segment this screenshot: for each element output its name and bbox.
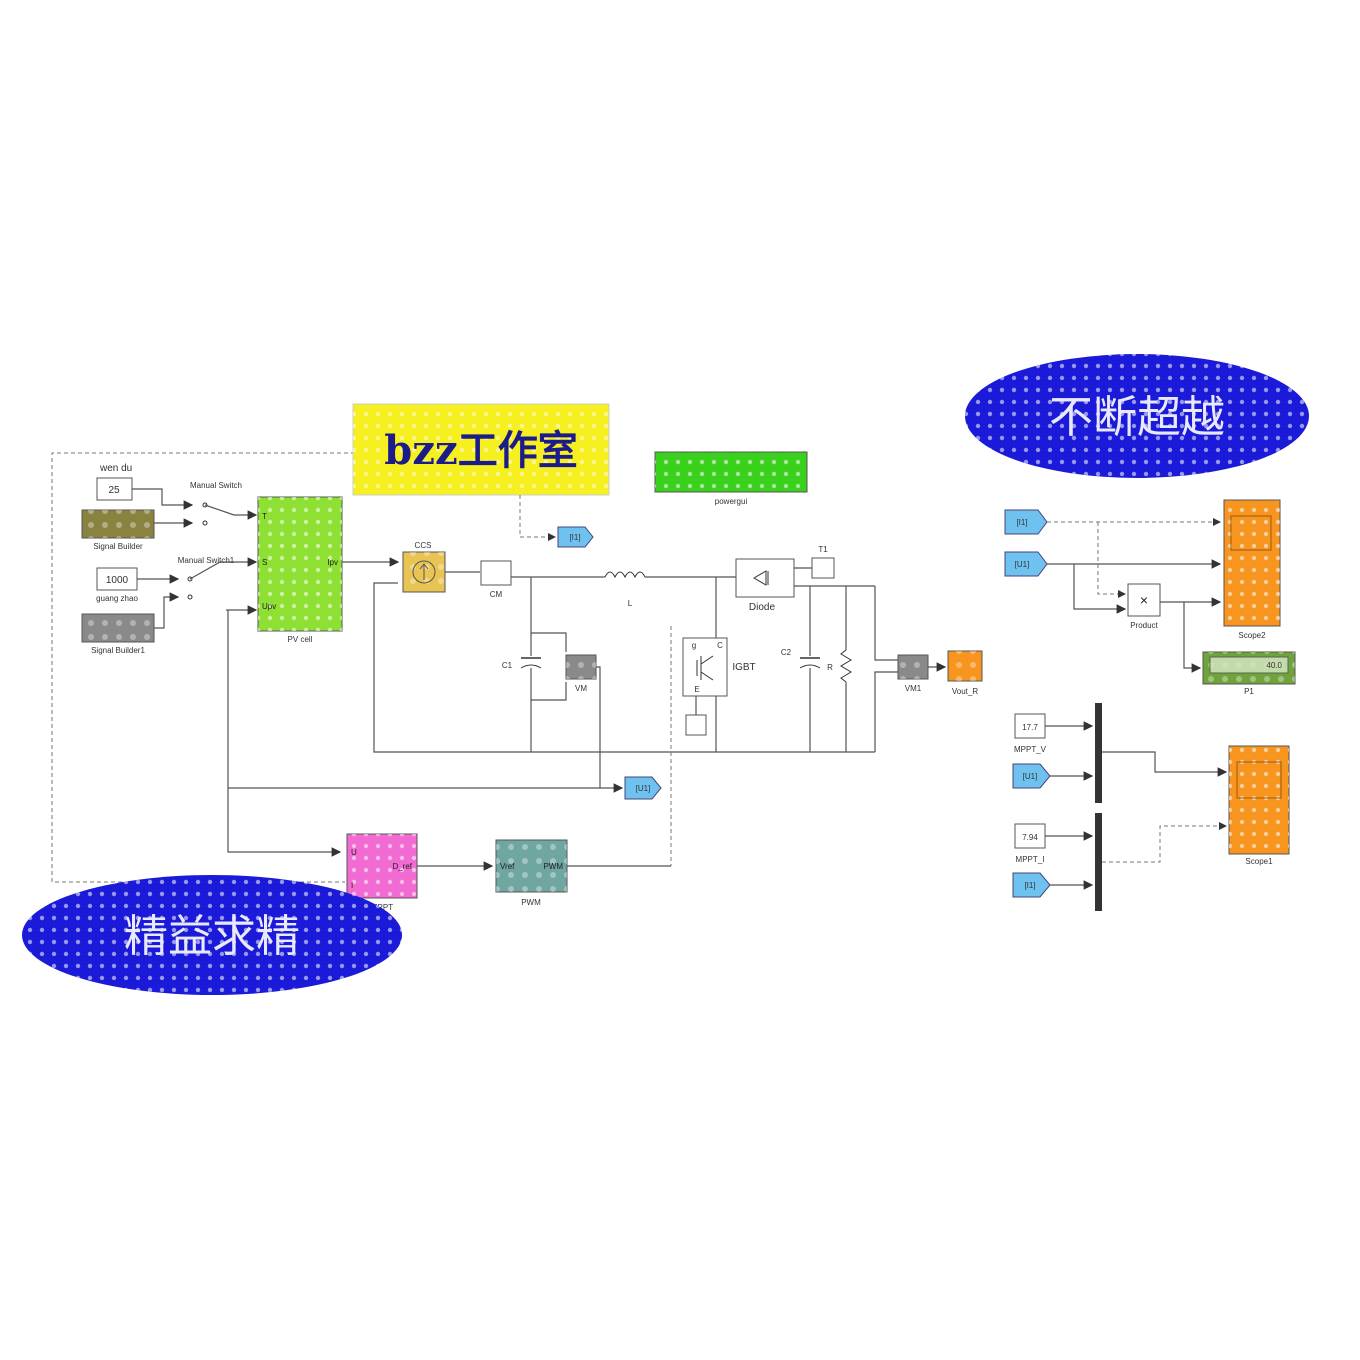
ccs-label: CCS [415,541,432,550]
product-label: Product [1130,621,1158,630]
p1-value: 40.0 [1266,661,1282,670]
goto-i1[interactable] [557,526,594,548]
from-i1-label: [I1] [1016,518,1027,527]
vm1-label: VM1 [905,684,922,693]
inductor-label: L [628,599,633,608]
scope2-label: Scope2 [1238,631,1266,640]
product-block[interactable] [1127,583,1161,617]
mppt-v-label: MPPT_V [1014,745,1047,754]
igbt-g-port: g [692,641,696,650]
wen-du-label: wen du [99,463,132,474]
mppt-i-display[interactable] [1014,823,1046,849]
mux-1[interactable] [1095,703,1102,803]
slogan-top-ellipse: 不断超越 [965,354,1309,478]
signal-builder1-label: Signal Builder1 [91,646,145,655]
vout-r-label: Vout_R [952,687,978,696]
goto-u1[interactable] [624,776,662,800]
from-u1-label: [U1] [1015,560,1030,569]
inductor-symbol[interactable] [604,571,646,579]
mppt-port-i: I [351,881,353,890]
slogan-bottom-text: 精益求精 [124,911,300,962]
cm-label: CM [490,590,503,599]
slogan-top-text: 不断超越 [1049,392,1225,443]
slogan-bottom-ellipse: 精益求精 [22,875,402,995]
guang-zhao-value: 1000 [106,575,129,586]
vm-label: VM [575,684,587,693]
mux-2[interactable] [1095,813,1102,911]
mppt-port-u: U [351,848,357,857]
t1-terminator[interactable] [811,557,835,579]
mppt-label: MPPT [371,903,393,912]
c1-label: C1 [502,661,513,670]
pv-port-t: T [262,512,267,521]
goto-i1-label: [I1] [569,533,580,542]
cm-block[interactable] [480,560,512,586]
goto-u1-label: [U1] [636,784,651,793]
t1-label: T1 [818,545,828,554]
mppt-v-value: 17.7 [1022,723,1038,732]
mppt-i-label: MPPT_I [1016,855,1045,864]
pwm-port-out: PWM [543,862,563,871]
r-resistor[interactable] [840,649,852,683]
manual-switch[interactable] [202,502,258,526]
powergui-label: powergui [715,497,748,506]
igbt-e-port: E [694,685,699,694]
studio-title: bzz工作室 [384,427,577,474]
from-i1[interactable] [1004,509,1048,535]
c2-label: C2 [781,648,792,657]
igbt-measure-terminator[interactable] [685,714,707,736]
pv-port-s: S [262,558,267,567]
manual-switch1[interactable] [187,557,258,600]
guang-zhao-label: guang zhao [96,594,138,603]
from-u1-b[interactable] [1012,763,1051,789]
scope1-label: Scope1 [1245,857,1273,866]
p1-label: P1 [1244,687,1254,696]
pv-port-ipv: Ipv [327,558,338,567]
igbt-label: IGBT [732,662,755,673]
diode-label: Diode [749,602,776,613]
wen-du-value: 25 [108,485,120,496]
manual-switch-label: Manual Switch [190,481,242,490]
from-u1-b-label: [U1] [1023,772,1038,781]
pv-cell-label: PV cell [288,635,313,644]
pwm-port-vref: Vref [500,862,515,871]
from-u1[interactable] [1004,551,1048,577]
manual-switch1-label: Manual Switch1 [178,556,235,565]
signal-builder-label: Signal Builder [93,542,143,551]
product-symbol: × [1140,592,1148,608]
igbt-c-port: C [717,641,723,650]
pwm-label: PWM [521,898,541,907]
igbt-block[interactable] [682,637,728,697]
pv-port-upv: Upv [262,602,276,611]
mppt-port-dref: D_ref [392,862,412,871]
mppt-i-value: 7.94 [1022,833,1038,842]
from-i1-b[interactable] [1012,872,1051,898]
r-label: R [827,663,833,672]
from-i1-b-label: [I1] [1024,881,1035,890]
